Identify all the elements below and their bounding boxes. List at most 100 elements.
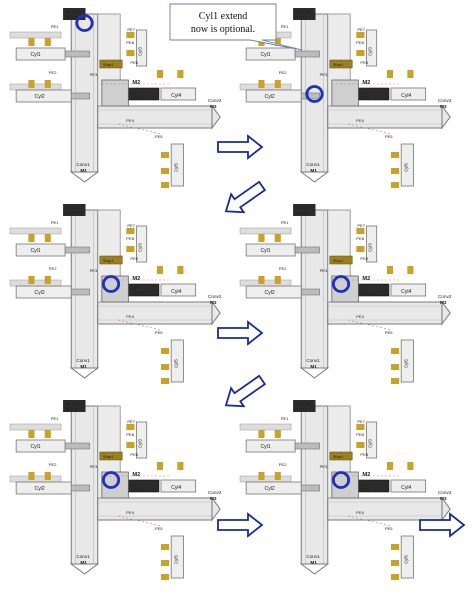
- pe8-label: PE8: [356, 40, 364, 45]
- cyl2-label: Cyl2: [265, 94, 275, 100]
- cyl2-label: Cyl2: [35, 290, 45, 296]
- cyl1-label: Cyl1: [30, 52, 40, 58]
- scanner-label: Bar Code: [295, 206, 310, 210]
- conv2-label: Conv2: [208, 294, 222, 299]
- scanner-label: Scanner: [65, 211, 79, 215]
- pe4-label: PE4: [356, 314, 364, 319]
- cyl1-label: Cyl1: [30, 248, 40, 254]
- pe3-label: PE3: [90, 268, 98, 273]
- pe6-label: PE6: [360, 256, 368, 261]
- cyl3-label: Cyl3: [368, 47, 373, 56]
- m3-label: M3: [210, 104, 217, 109]
- pe4-label: PE4: [126, 314, 134, 319]
- return-step-arrow-icon: [224, 180, 267, 214]
- pe3-label: PE3: [320, 268, 328, 273]
- stop-label: Stop1: [333, 454, 344, 459]
- stop-label: Stop1: [333, 62, 344, 67]
- cyl3-label: Cyl3: [138, 243, 143, 252]
- pe5-label: PE5: [155, 134, 163, 139]
- cyl1-label: Cyl1: [260, 248, 270, 254]
- cyl3-label: Cyl3: [138, 439, 143, 448]
- conv2-label: Conv2: [438, 490, 452, 495]
- cyl2-label: Cyl2: [265, 486, 275, 492]
- conv2-label: Conv2: [438, 98, 452, 103]
- m1-label: M1: [310, 168, 317, 173]
- pe3-label: PE3: [90, 464, 98, 469]
- pe8-label: PE8: [126, 432, 134, 437]
- cell-label: Rotate: [130, 487, 140, 491]
- pe2-label: PE2: [49, 70, 57, 75]
- pe7-label: PE7: [357, 419, 365, 424]
- next-step-arrow-icon: [217, 134, 264, 160]
- cyl1-label: Cyl1: [260, 52, 270, 58]
- cyl1-label: Cyl1: [260, 444, 270, 450]
- pe4-label: PE4: [126, 510, 134, 515]
- scanner-label: Bar Code: [295, 10, 310, 14]
- scanner-label: Scanner: [65, 407, 79, 411]
- process-panel: Bar CodeScannerCyl1Cyl2Cyl3Cyl4Cyl5Stop1…: [239, 399, 452, 581]
- scanner-label: Bar Code: [65, 206, 80, 210]
- cyl2-label: Cyl2: [35, 486, 45, 492]
- pe1-label: PE1: [51, 24, 59, 29]
- process-panel: Bar CodeScannerCyl1Cyl2Cyl3Cyl4Cyl5Stop1…: [9, 7, 222, 189]
- pe7-label: PE7: [127, 419, 135, 424]
- m3-label: M3: [210, 300, 217, 305]
- product-puck-icon: [331, 275, 351, 293]
- m2-label: M2: [362, 276, 370, 282]
- pe8-label: PE8: [356, 236, 364, 241]
- next-step-arrow-icon: [217, 320, 264, 346]
- cell-label: Cell: [130, 287, 136, 291]
- pe7-label: PE7: [357, 27, 365, 32]
- pe5-label: PE5: [155, 330, 163, 335]
- pe2-label: PE2: [279, 462, 287, 467]
- cell-label: Cell: [360, 483, 366, 487]
- scanner-label: Bar Code: [295, 402, 310, 406]
- cyl5-label: Cyl5: [403, 555, 408, 564]
- conv2-label: Conv2: [208, 98, 222, 103]
- stop-label: Stop1: [103, 258, 114, 263]
- pe2-label: PE2: [49, 266, 57, 271]
- scanner-label: Scanner: [65, 15, 79, 19]
- cyl4-label: Cyl4: [171, 485, 181, 491]
- pe3-label: PE3: [320, 464, 328, 469]
- product-puck-icon: [101, 275, 121, 293]
- next-step-arrow-icon: [217, 512, 264, 538]
- m1-label: M1: [80, 364, 87, 369]
- cyl5-label: Cyl5: [403, 359, 408, 368]
- pe4-label: PE4: [356, 118, 364, 123]
- cyl1-label: Cyl1: [30, 444, 40, 450]
- pe7-label: PE7: [357, 223, 365, 228]
- pe4-label: PE4: [356, 510, 364, 515]
- pe6-label: PE6: [130, 60, 138, 65]
- m3-label: M3: [440, 300, 447, 305]
- pe6-label: PE6: [360, 452, 368, 457]
- cell-label: Rotate: [360, 487, 370, 491]
- pe1-label: PE1: [51, 220, 59, 225]
- pe2-label: PE2: [49, 462, 57, 467]
- cell-label: Cell: [360, 91, 366, 95]
- scanner-label: Scanner: [295, 407, 309, 411]
- cell-label: Rotate: [360, 291, 370, 295]
- m3-label: M3: [210, 496, 217, 501]
- m2-label: M2: [362, 472, 370, 478]
- callout-line2: now is optional.: [191, 24, 255, 35]
- conv2-label: Conv2: [438, 294, 452, 299]
- scanner-label: Scanner: [295, 15, 309, 19]
- cell-label: Rotate: [130, 291, 140, 295]
- return-step-arrow-icon: [224, 374, 267, 408]
- conv1-label: Conv1: [306, 358, 320, 363]
- cell-label: Rotate: [130, 95, 140, 99]
- process-panel: Bar CodeScannerCyl1Cyl2Cyl3Cyl4Cyl5Stop1…: [239, 203, 452, 385]
- cyl5-label: Cyl5: [173, 359, 178, 368]
- scanner-label: Bar Code: [65, 402, 80, 406]
- product-puck-icon: [331, 471, 351, 489]
- cyl2-label: Cyl2: [265, 290, 275, 296]
- product-puck-icon: [101, 471, 121, 489]
- cyl4-label: Cyl4: [401, 485, 411, 491]
- stop-label: Stop1: [103, 62, 114, 67]
- pe2-label: PE2: [279, 70, 287, 75]
- pe5-label: PE5: [385, 526, 393, 531]
- cyl3-label: Cyl3: [368, 243, 373, 252]
- pe6-label: PE6: [130, 452, 138, 457]
